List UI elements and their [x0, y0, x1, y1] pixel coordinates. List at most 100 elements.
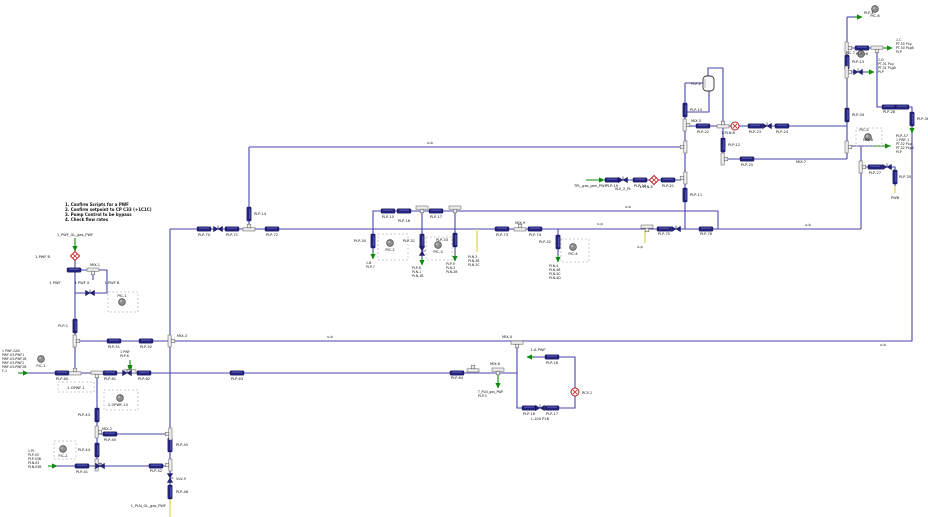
tee-junction[interactable] [90, 370, 104, 379]
tee-junction[interactable] [640, 224, 654, 233]
valve[interactable] [882, 163, 892, 171]
tee-junction[interactable] [448, 205, 462, 214]
pipe-segment[interactable] [698, 226, 714, 232]
adjust-block[interactable] [648, 174, 660, 186]
pipe-segment[interactable] [370, 233, 376, 249]
pipe-segment[interactable] [892, 169, 898, 185]
pipe-segment[interactable] [72, 318, 78, 334]
pipe-segment[interactable] [555, 234, 561, 250]
process-line[interactable] [685, 91, 710, 113]
stream-arrow[interactable] [526, 354, 533, 360]
tee-junction[interactable] [682, 118, 691, 132]
tee-junction[interactable] [844, 65, 853, 79]
pipe-segment[interactable] [106, 338, 122, 344]
tee-junction[interactable] [164, 458, 173, 472]
pipe-segment[interactable] [148, 463, 164, 469]
pipe-segment[interactable] [428, 208, 444, 214]
valve[interactable] [535, 404, 545, 412]
controller[interactable] [864, 133, 872, 141]
tee-junction[interactable] [858, 160, 867, 174]
valve[interactable] [671, 225, 681, 233]
stream-arrow[interactable] [452, 256, 458, 262]
tee-junction[interactable] [844, 41, 853, 55]
pipe-segment[interactable] [494, 226, 510, 232]
pipe-segment[interactable] [632, 177, 648, 183]
separator-vessel[interactable] [702, 75, 715, 92]
controller[interactable] [569, 243, 577, 251]
pipe-segment[interactable] [747, 123, 763, 129]
valve[interactable] [95, 462, 105, 470]
stream-arrow[interactable] [127, 365, 133, 371]
pipe-segment[interactable] [881, 104, 897, 110]
pipe-segment[interactable] [102, 431, 118, 437]
pipe-segment[interactable] [449, 370, 465, 376]
stream-arrow[interactable] [869, 69, 875, 75]
tee-junction[interactable] [415, 205, 429, 214]
pipe-segment[interactable] [682, 187, 688, 203]
pipe-segment[interactable] [94, 407, 100, 423]
tee-junction[interactable] [164, 427, 173, 441]
stream-arrow[interactable] [23, 370, 29, 376]
stream-arrow[interactable] [857, 14, 863, 20]
pipe-segment[interactable] [246, 206, 252, 222]
valve[interactable] [166, 473, 174, 483]
controller[interactable] [116, 394, 124, 402]
pipe-segment[interactable] [527, 226, 543, 232]
stream-arrow[interactable] [885, 143, 891, 149]
pipe-segment[interactable] [380, 208, 396, 214]
pipe-segment[interactable] [656, 226, 672, 232]
valve[interactable] [85, 289, 95, 297]
valve[interactable] [618, 176, 628, 184]
tee-junction[interactable] [86, 267, 100, 276]
tee-junction[interactable] [679, 140, 688, 154]
process-line[interactable] [372, 210, 719, 229]
pipe-segment[interactable] [544, 405, 560, 411]
adjust-block[interactable] [69, 250, 81, 262]
pipe-segment[interactable] [74, 463, 90, 469]
pipe-segment[interactable] [695, 123, 711, 129]
valve[interactable] [213, 225, 223, 233]
stream-arrow[interactable] [72, 246, 78, 252]
controller[interactable] [118, 298, 126, 306]
recycle-block[interactable] [730, 121, 740, 131]
stream-arrow[interactable] [370, 254, 376, 260]
valve[interactable] [762, 122, 772, 130]
pipe-segment[interactable] [452, 232, 458, 248]
stream-arrow[interactable] [52, 463, 58, 469]
stream-arrow[interactable] [495, 383, 501, 389]
pipe-segment[interactable] [264, 226, 280, 232]
pipe-segment[interactable] [604, 177, 620, 183]
tee-junction[interactable] [68, 367, 82, 376]
pipe-segment[interactable] [854, 45, 870, 51]
stream-arrow[interactable] [887, 45, 893, 51]
process-line[interactable] [75, 48, 913, 342]
tee-junction[interactable] [491, 367, 505, 376]
controller[interactable] [37, 355, 45, 363]
valve[interactable] [853, 68, 863, 76]
pipe-segment[interactable] [167, 484, 173, 500]
tee-junction[interactable] [679, 171, 688, 185]
pipe-segment[interactable] [419, 233, 425, 249]
controller[interactable] [857, 50, 865, 58]
valve[interactable] [418, 246, 426, 256]
pipe-segment[interactable] [909, 111, 915, 127]
pipe-segment[interactable] [844, 107, 850, 123]
tee-junction[interactable] [94, 425, 103, 439]
tee-junction[interactable] [510, 340, 524, 349]
tee-junction[interactable] [72, 334, 81, 348]
pipe-segment[interactable] [94, 442, 100, 458]
controller[interactable] [434, 241, 442, 249]
pipe-segment[interactable] [894, 104, 910, 110]
tee-junction[interactable] [242, 223, 256, 232]
controller[interactable] [386, 239, 394, 247]
pipe-segment[interactable] [844, 54, 850, 70]
pipe-segment[interactable] [138, 338, 154, 344]
controller[interactable] [59, 445, 67, 453]
pipe-segment[interactable] [739, 156, 755, 162]
controller[interactable] [871, 5, 879, 13]
tee-junction[interactable] [513, 223, 527, 232]
tee-junction[interactable] [716, 120, 730, 129]
pipe-segment[interactable] [774, 123, 790, 129]
process-line[interactable] [707, 67, 723, 76]
stream-arrow[interactable] [419, 260, 425, 266]
